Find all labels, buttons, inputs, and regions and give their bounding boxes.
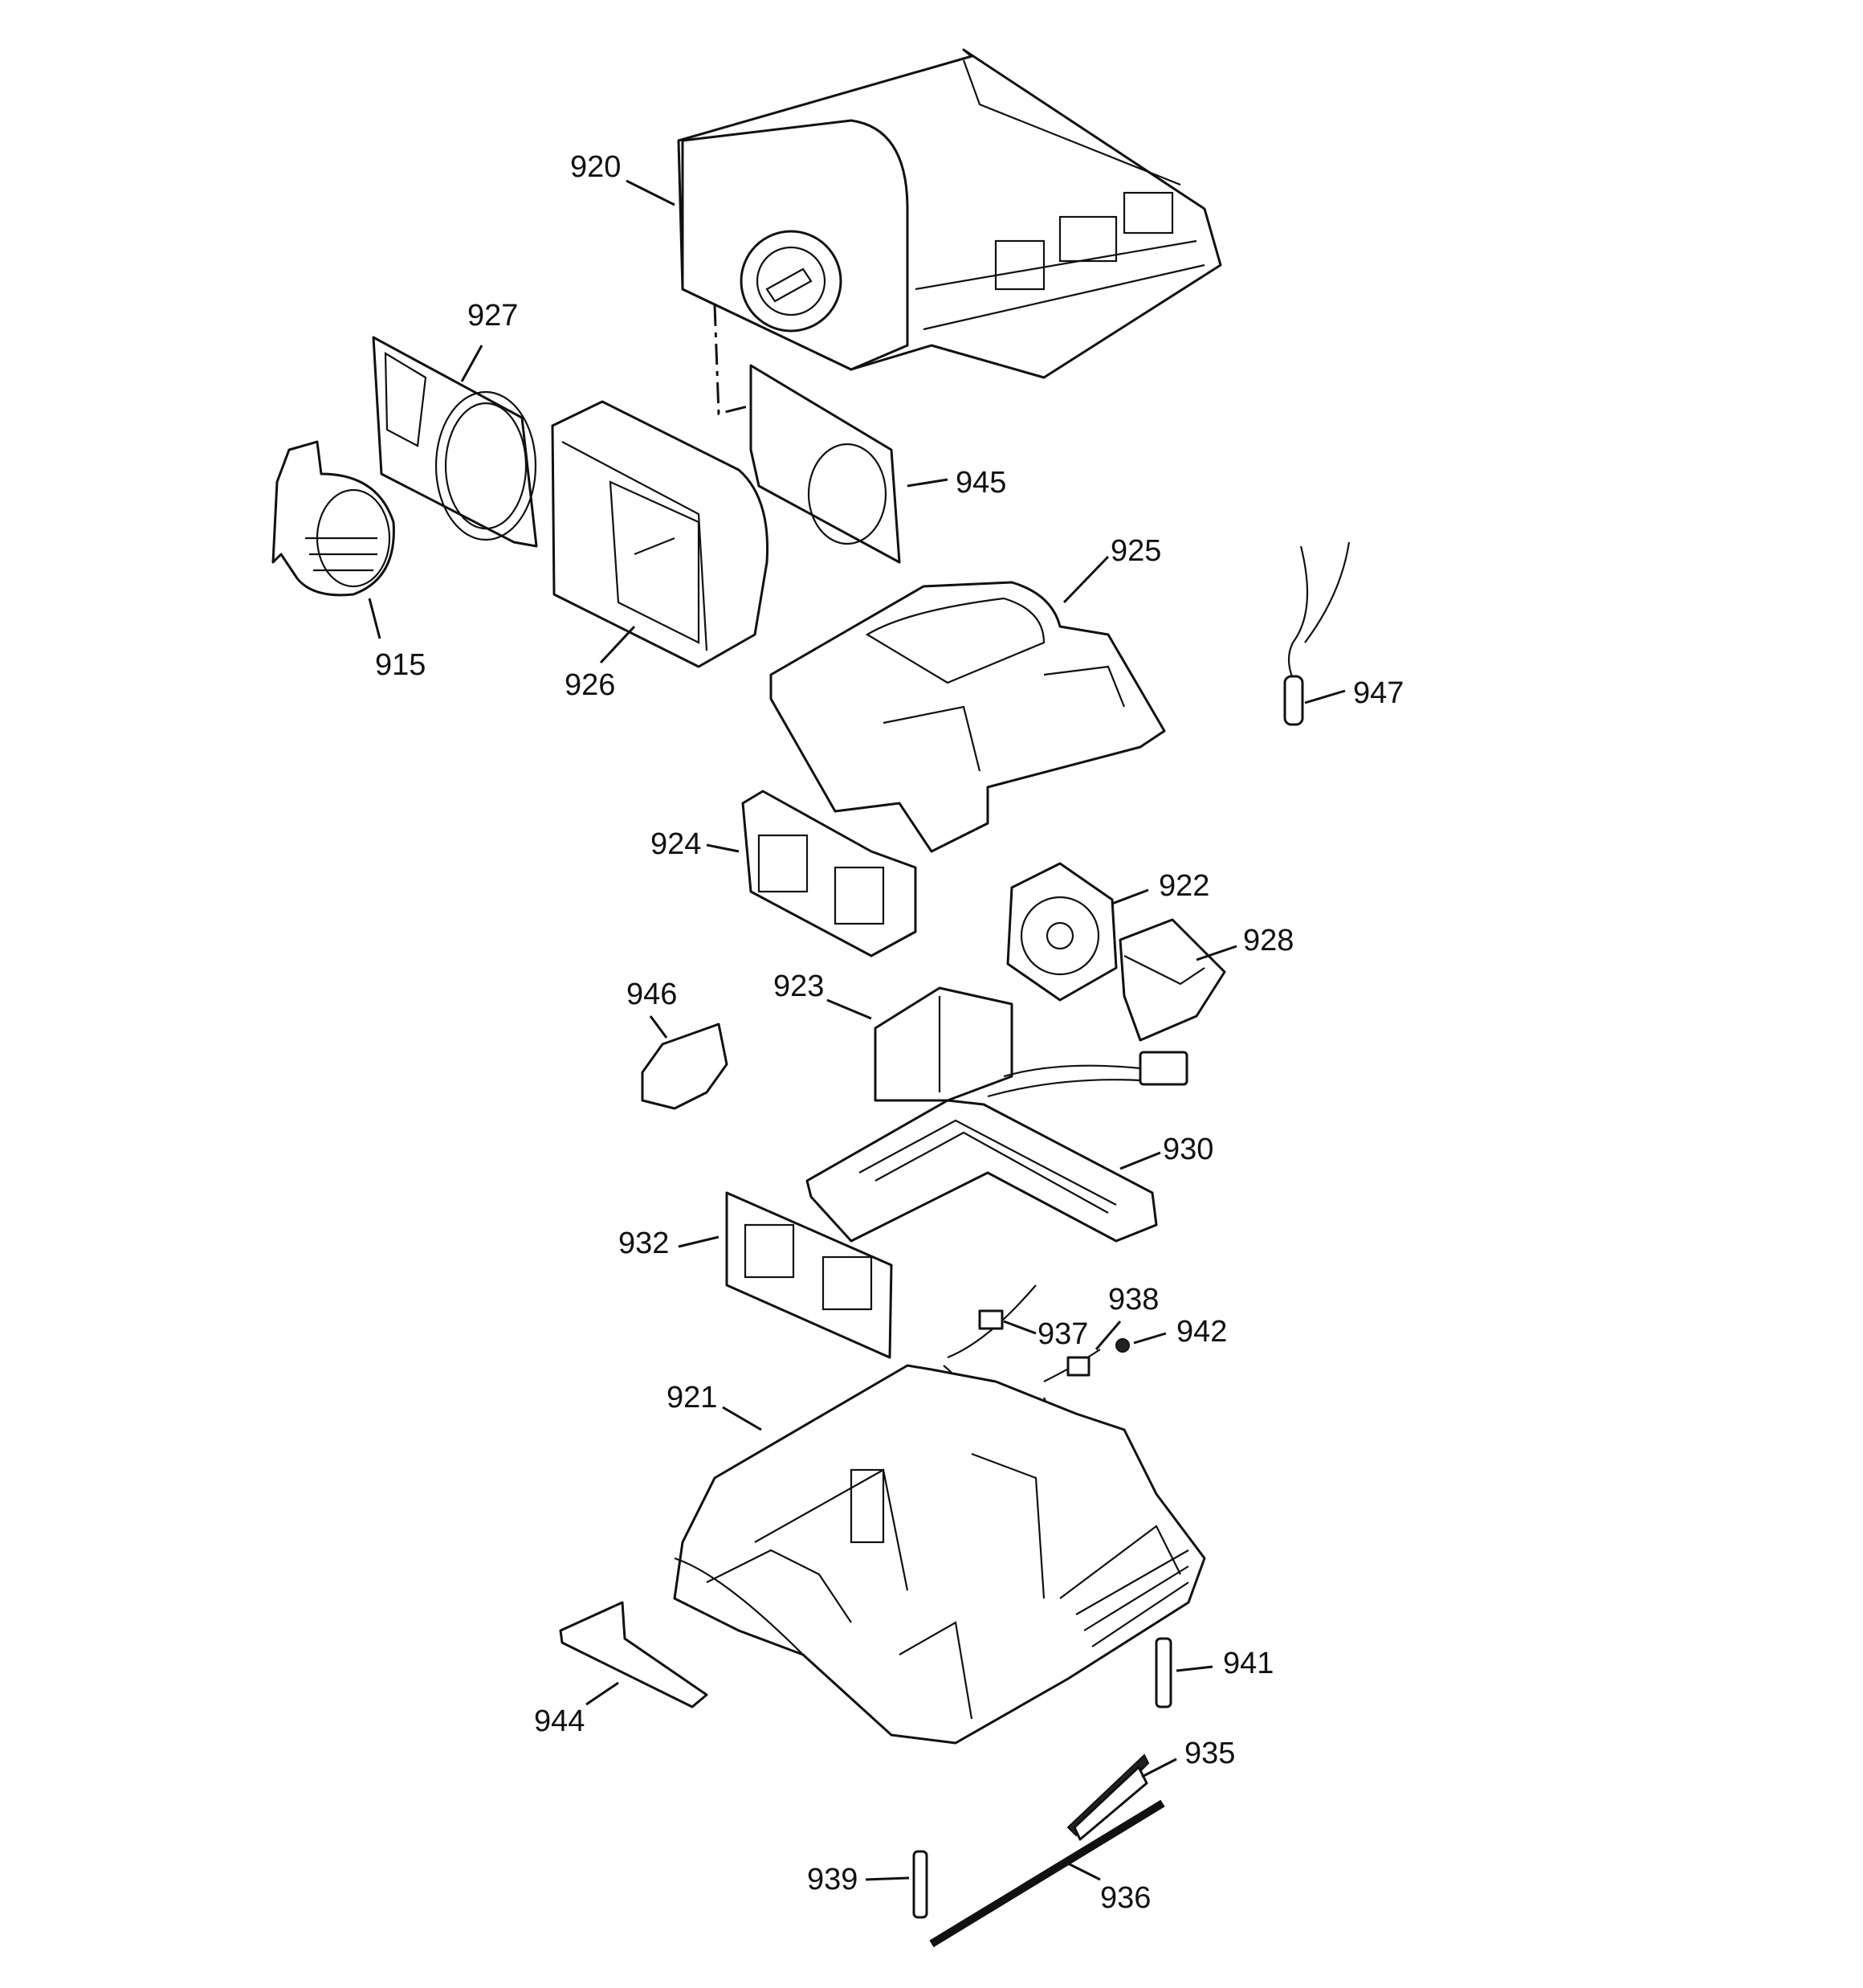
callout-928: 928	[1243, 924, 1294, 957]
part-939-pin[interactable]	[912, 1850, 928, 1919]
part-924-module-holder[interactable]	[741, 790, 917, 957]
callout-941: 941	[1223, 1647, 1274, 1680]
part-944-strip[interactable]	[559, 1601, 708, 1708]
part-928-bracket[interactable]	[1119, 918, 1226, 1042]
callout-924: 924	[650, 827, 701, 861]
part-922-fan[interactable]	[1006, 862, 1118, 1002]
callout-920: 920	[570, 150, 621, 184]
callout-923: 923	[773, 970, 824, 1003]
callout-944: 944	[534, 1704, 585, 1738]
part-942-washer[interactable]	[1115, 1338, 1130, 1353]
part-947-sensor[interactable]	[1283, 541, 1351, 726]
part-941-pin[interactable]	[1155, 1637, 1172, 1708]
callout-937: 937	[1037, 1317, 1088, 1351]
callout-936: 936	[1100, 1881, 1151, 1915]
callout-921: 921	[667, 1381, 717, 1414]
part-927-gasket[interactable]	[372, 336, 538, 548]
callout-938: 938	[1108, 1283, 1159, 1316]
part-921-base[interactable]	[673, 1364, 1206, 1745]
part-920-housing[interactable]	[677, 48, 1222, 379]
callout-926: 926	[565, 668, 615, 702]
callout-945: 945	[956, 466, 1006, 500]
callout-932: 932	[618, 1227, 669, 1260]
part-930-heater-plate[interactable]	[805, 1099, 1158, 1243]
callout-939: 939	[807, 1863, 858, 1896]
part-925-evaporator-cover[interactable]	[769, 581, 1166, 853]
callout-947: 947	[1353, 676, 1404, 710]
alignment-line-920-945	[713, 304, 752, 415]
part-936-rod[interactable]	[929, 1799, 1165, 1948]
part-923-damper[interactable]	[874, 986, 1188, 1102]
part-935-screen[interactable]	[1066, 1753, 1150, 1841]
leader-lines	[368, 179, 1346, 1881]
callout-946: 946	[626, 978, 677, 1011]
part-915-grille[interactable]	[271, 440, 395, 597]
callout-927: 927	[467, 299, 518, 333]
callout-930: 930	[1163, 1133, 1213, 1166]
callout-925: 925	[1111, 534, 1161, 568]
part-945-gasket[interactable]	[749, 364, 901, 564]
callout-942: 942	[1176, 1315, 1227, 1349]
part-926-duct[interactable]	[551, 400, 769, 668]
callout-935: 935	[1184, 1737, 1235, 1770]
part-946-clip[interactable]	[641, 1023, 728, 1110]
callout-922: 922	[1159, 869, 1209, 903]
part-932-gasket[interactable]	[725, 1191, 893, 1359]
callout-915: 915	[375, 648, 426, 682]
